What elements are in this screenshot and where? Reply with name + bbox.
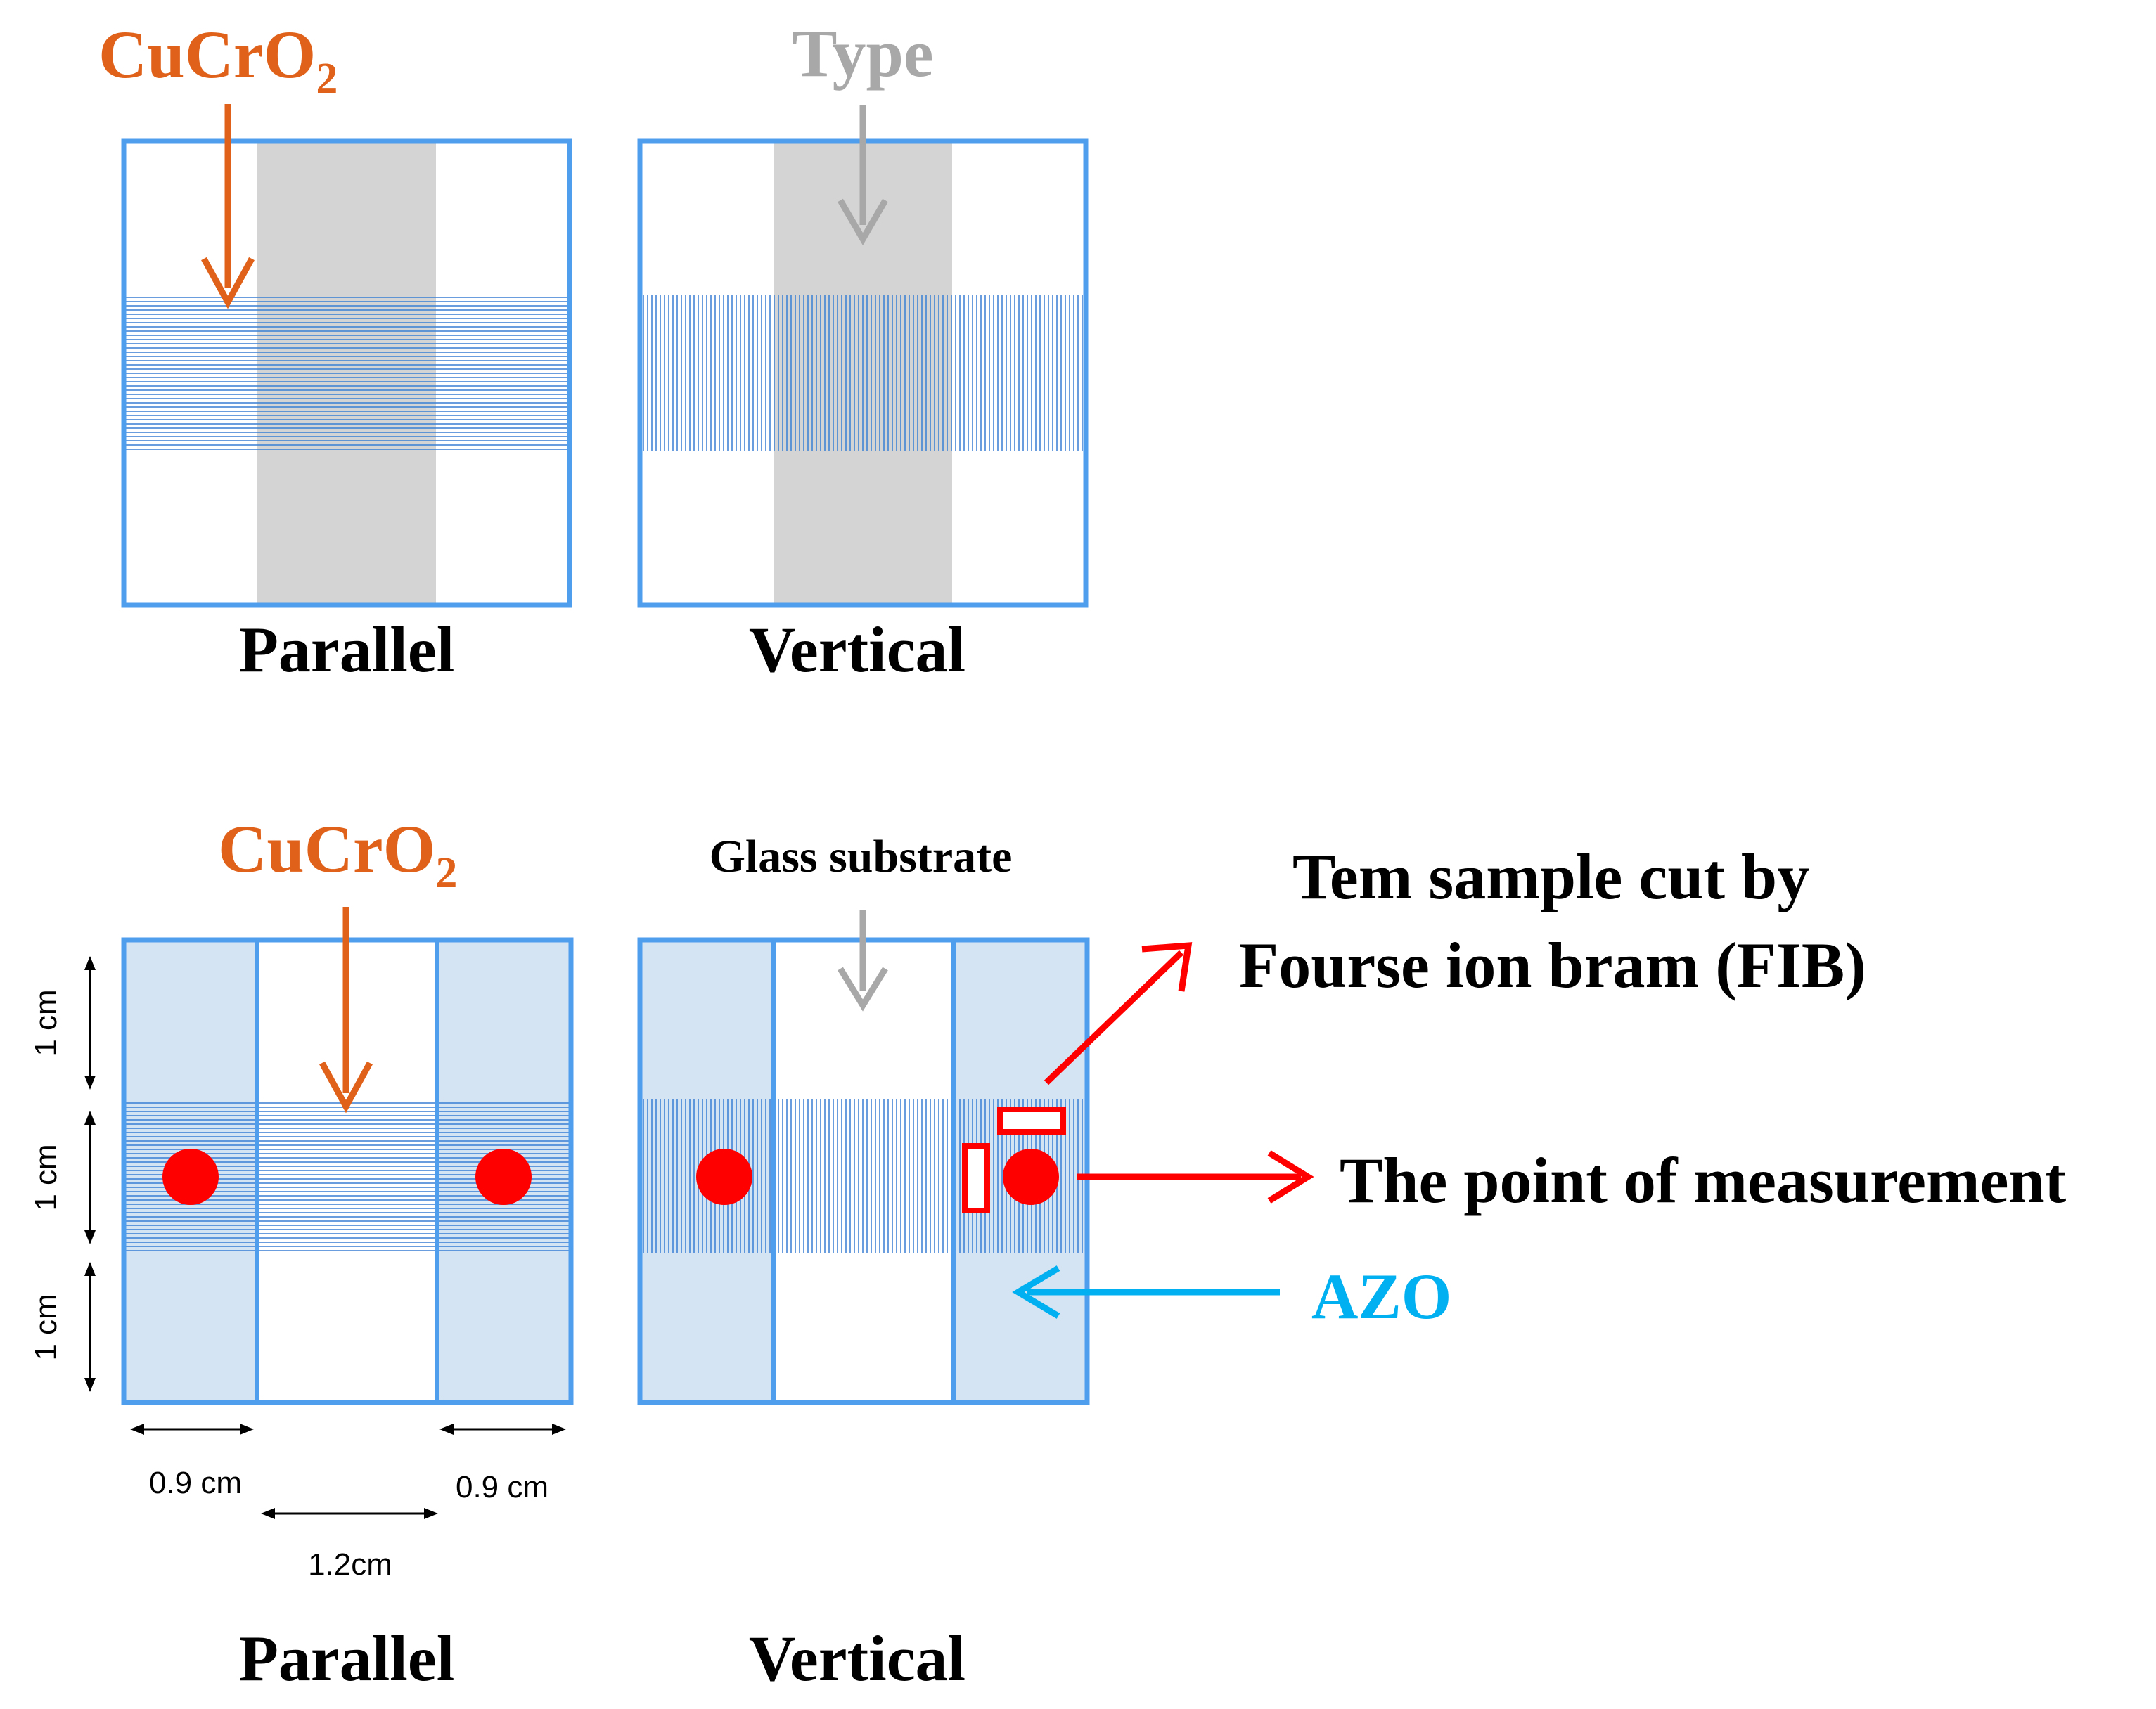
dimension-h-left-label: 0.9 cm: [149, 1466, 242, 1500]
bottom-parallel-caption: Parallel: [239, 1623, 455, 1694]
top-parallel-stripe-band: [124, 295, 570, 451]
dimension-h-right: [439, 1424, 566, 1435]
dimension-h-left: [130, 1424, 254, 1435]
top-cucro2-arrow-icon: [201, 104, 255, 309]
bottom-vertical-diagram: [637, 937, 1090, 1405]
dimension-v1: [84, 956, 96, 1090]
top-parallel-caption: Parallel: [239, 614, 455, 685]
top-vertical-stripe-band: [640, 295, 1086, 451]
bottom-cucro2-arrow-icon: [319, 907, 373, 1114]
top-cucro2-label: CuCrO2: [98, 17, 338, 103]
measurement-point-arrow-icon: [1077, 1150, 1314, 1204]
tem-sample-label-line1: Tem sample cut by: [1292, 841, 1809, 912]
top-type-arrow-icon: [838, 105, 888, 245]
dimension-h-mid: [261, 1508, 438, 1519]
azo-label: AZO: [1311, 1260, 1451, 1332]
dimension-v1-label: 1 cm: [29, 989, 63, 1056]
tem-sample-horizontal: [997, 1107, 1066, 1135]
bottom-cucro2-label: CuCrO2: [218, 811, 457, 897]
bottom-vertical-measurement-point-right: [1003, 1149, 1059, 1205]
top-vertical-caption: Vertical: [749, 614, 965, 685]
dimension-v2-label: 1 cm: [29, 1144, 63, 1211]
bottom-vertical-measurement-point-left: [696, 1149, 752, 1205]
dimension-v3-label: 1 cm: [29, 1294, 63, 1360]
tem-sample-vertical: [962, 1143, 990, 1213]
bottom-parallel-measurement-point-right: [475, 1149, 532, 1205]
bottom-parallel-measurement-point-left: [162, 1149, 219, 1205]
top-type-label: Type: [793, 15, 934, 91]
dimension-h-right-label: 0.9 cm: [456, 1470, 548, 1504]
tem-sample-label-line2: Fourse ion bram (FIB): [1239, 929, 1866, 1001]
top-parallel-diagram: [121, 138, 572, 608]
measurement-point-label: The point of measurement: [1340, 1144, 2067, 1216]
dimension-v2: [84, 1111, 96, 1244]
dimension-h-mid-label: 1.2cm: [308, 1547, 392, 1582]
tem-sample-arrow-icon: [1044, 942, 1193, 1085]
bottom-parallel-diagram: [121, 937, 574, 1405]
glass-substrate-arrow-icon: [838, 910, 888, 1012]
glass-substrate-label: Glass substrate: [710, 831, 1013, 882]
bottom-vertical-caption: Vertical: [749, 1623, 965, 1694]
azo-arrow-icon: [1012, 1265, 1280, 1319]
top-parallel-border: [121, 138, 572, 608]
dimension-v3: [84, 1262, 96, 1392]
